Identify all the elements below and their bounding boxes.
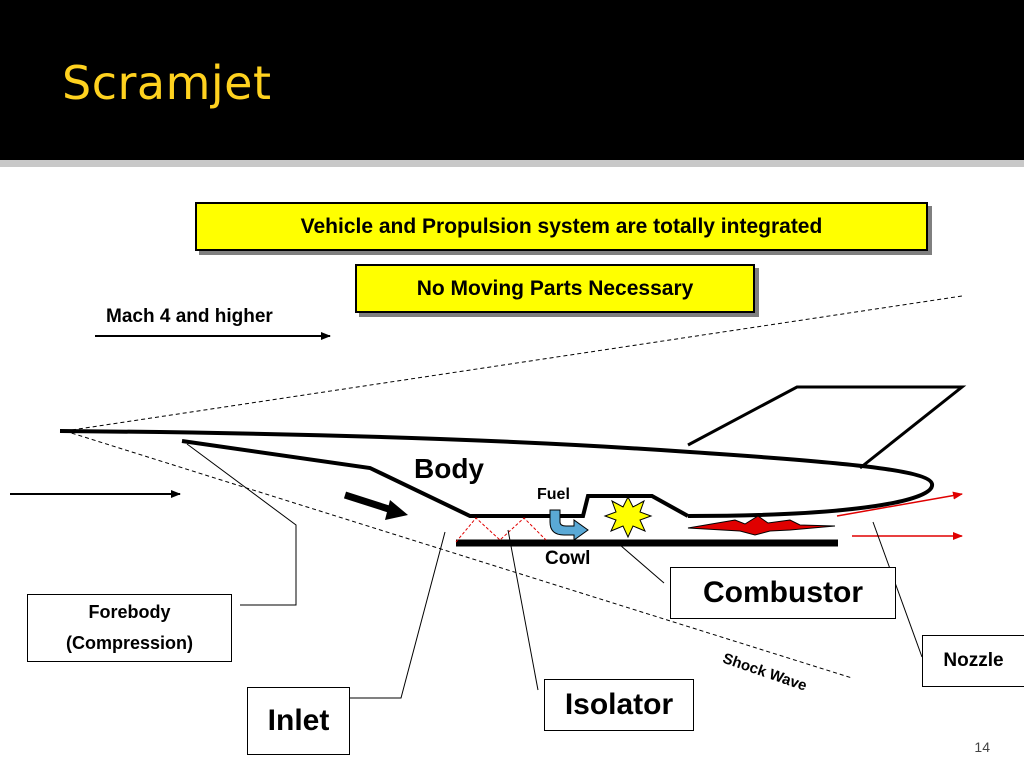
forebody-leader bbox=[186, 443, 297, 606]
isolator-label: Isolator bbox=[564, 688, 674, 721]
mach-label: Mach 4 and higher bbox=[106, 306, 273, 327]
fuel-label: Fuel bbox=[537, 486, 570, 503]
isolator-shock-train bbox=[455, 517, 547, 543]
isolator-label-box: Isolator bbox=[544, 679, 694, 731]
lower-shock-line bbox=[64, 430, 853, 679]
combustor-label-box: Combustor bbox=[670, 567, 896, 619]
cowl-label: Cowl bbox=[545, 548, 591, 569]
integration-callout: Vehicle and Propulsion system are totall… bbox=[195, 202, 928, 251]
combustor-leader bbox=[619, 544, 665, 584]
nozzle-leader bbox=[872, 521, 923, 658]
body-label: Body bbox=[414, 453, 484, 484]
vehicle-upper-surface bbox=[59, 429, 934, 518]
combustor-flame bbox=[687, 515, 836, 536]
inlet-flow-arrowhead bbox=[385, 500, 408, 520]
isolator-leader bbox=[507, 529, 539, 691]
forebody-label: Forebody bbox=[88, 602, 171, 622]
integration-callout-text: Vehicle and Propulsion system are totall… bbox=[300, 214, 823, 238]
slide-header bbox=[0, 0, 1024, 160]
forebody-label-box: Forebody (Compression) bbox=[27, 594, 232, 662]
ignition-spark bbox=[603, 495, 653, 539]
fuel-arrow bbox=[549, 509, 589, 541]
nozzle-label: Nozzle bbox=[943, 650, 1004, 671]
inlet-label: Inlet bbox=[267, 704, 330, 737]
combustor-label: Combustor bbox=[703, 576, 863, 609]
nozzle-label-box: Nozzle bbox=[922, 635, 1024, 687]
exhaust-arrow-upper bbox=[836, 491, 963, 517]
tail-fin bbox=[687, 385, 967, 470]
compression-label: (Compression) bbox=[65, 633, 193, 653]
slide-title: Scramjet bbox=[62, 56, 272, 110]
page-number: 14 bbox=[974, 739, 990, 755]
no-moving-parts-callout: No Moving Parts Necessary bbox=[355, 264, 755, 313]
forebody-ramp bbox=[181, 439, 689, 518]
inlet-leader bbox=[350, 531, 446, 699]
header-divider bbox=[0, 160, 1024, 167]
no-moving-parts-text: No Moving Parts Necessary bbox=[416, 276, 694, 300]
inlet-label-box: Inlet bbox=[247, 687, 350, 755]
inlet-flow-arrow bbox=[343, 491, 397, 515]
